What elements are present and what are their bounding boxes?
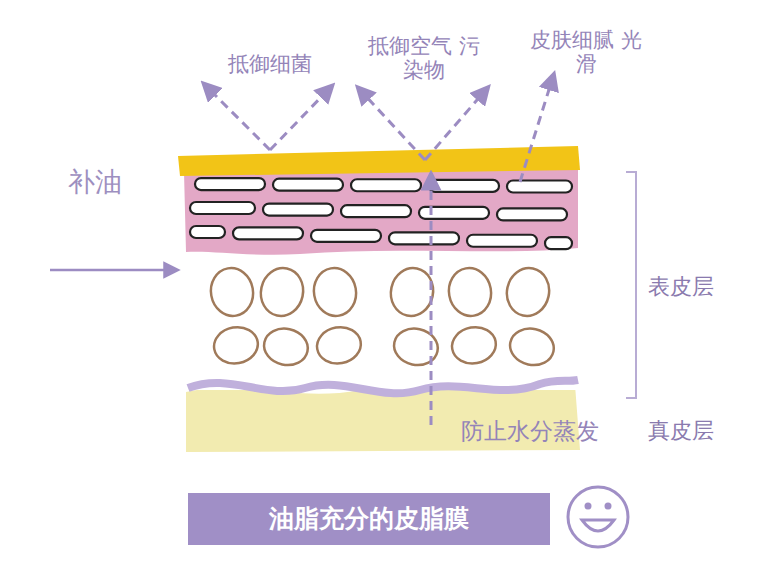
- caption-bar: 油脂充分的皮脂膜: [188, 493, 550, 545]
- flat-cell: [545, 237, 572, 249]
- pointer-arrow: [50, 269, 172, 272]
- round-cell: [211, 324, 261, 367]
- basal-line: [188, 380, 578, 393]
- round-cell: [310, 265, 360, 320]
- epidermis: [186, 250, 578, 390]
- dashed-arrows: [208, 80, 552, 425]
- flat-cell: [311, 230, 381, 242]
- note-label: 皮肤细腻 光滑: [530, 28, 642, 76]
- round-cell: [314, 324, 364, 367]
- flat-cell: [273, 179, 343, 191]
- round-cell: [449, 324, 499, 367]
- flat-cell: [190, 226, 225, 238]
- flat-cell: [389, 232, 459, 244]
- round-cell: [391, 325, 442, 369]
- bracket: [626, 172, 636, 398]
- sebum-film: [178, 146, 580, 176]
- round-cell: [445, 265, 495, 320]
- round-cell: [256, 264, 307, 320]
- flat-cell: [467, 235, 537, 247]
- cells: [190, 178, 572, 369]
- round-cell: [507, 325, 558, 369]
- flat-cell: [190, 202, 255, 214]
- flat-cell: [233, 227, 303, 239]
- smiley-icon: [568, 487, 628, 547]
- note-label: 防止水分蒸发: [440, 418, 620, 444]
- flat-cell: [351, 179, 421, 191]
- note-label: 抵御空气 污染物: [368, 34, 480, 82]
- flat-cell: [263, 204, 333, 216]
- flat-cell: [195, 178, 265, 190]
- flat-cell: [497, 208, 567, 220]
- action-label: 补油: [68, 166, 138, 197]
- round-cell: [207, 265, 257, 320]
- flat-cell: [507, 181, 572, 193]
- flat-cell: [341, 205, 411, 217]
- round-cell: [261, 325, 312, 369]
- note-label: 抵御细菌: [210, 52, 330, 76]
- layer-label: 表皮层: [648, 274, 748, 299]
- flat-cell: [429, 180, 499, 192]
- layer-label: 真皮层: [648, 418, 748, 443]
- round-cell: [502, 264, 553, 320]
